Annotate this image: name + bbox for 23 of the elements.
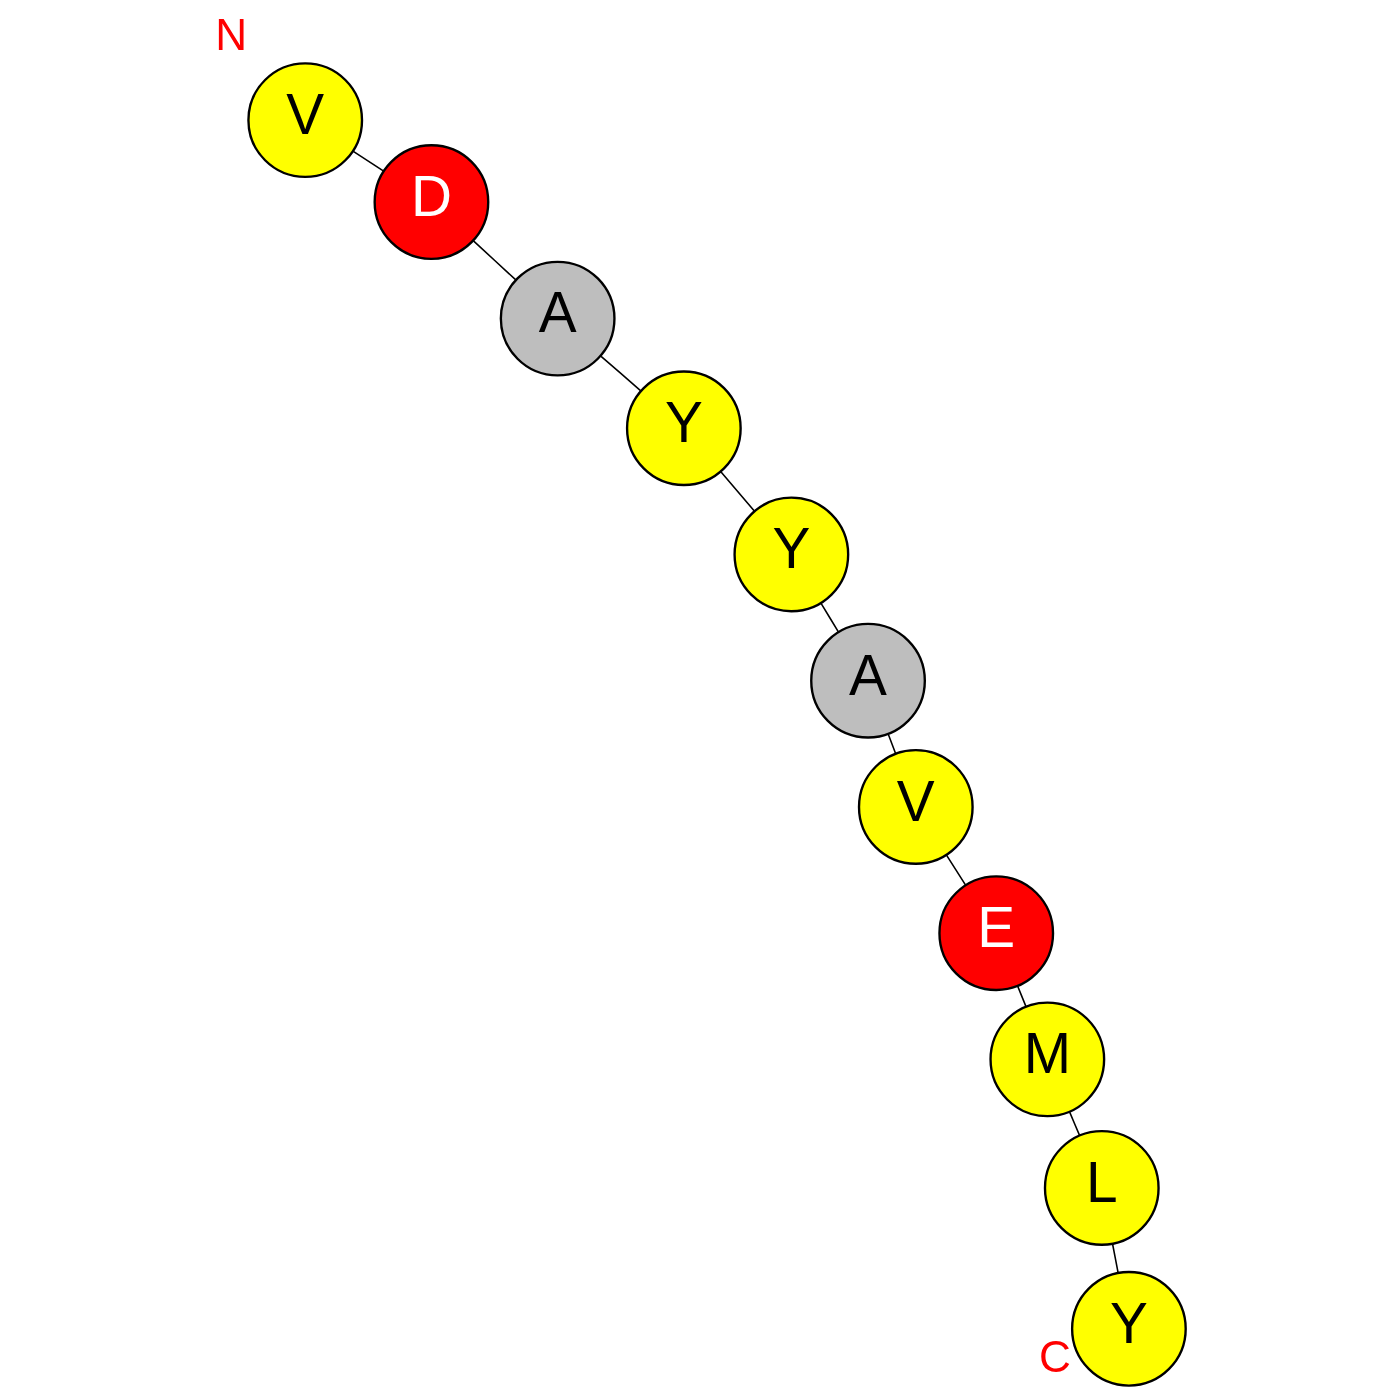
connector bbox=[351, 150, 384, 172]
node-circle: A bbox=[499, 260, 616, 377]
node-circle: Y bbox=[625, 370, 742, 487]
connector bbox=[1111, 1243, 1119, 1274]
node-circle: D bbox=[372, 144, 489, 261]
node-label: C bbox=[1038, 1331, 1071, 1381]
node-circle: L bbox=[1043, 1129, 1160, 1246]
node-label: N bbox=[214, 9, 247, 59]
node-circle: V bbox=[857, 748, 974, 865]
connector bbox=[1068, 1111, 1080, 1137]
connector bbox=[599, 355, 642, 392]
node-circle: V bbox=[246, 62, 363, 179]
node-circle: Y bbox=[732, 496, 849, 613]
node-circle: Y bbox=[1070, 1270, 1187, 1387]
connector bbox=[945, 854, 966, 886]
connector bbox=[719, 470, 755, 512]
node-circle: E bbox=[937, 875, 1054, 992]
node-circle: M bbox=[988, 1001, 1105, 1118]
connector bbox=[1016, 985, 1027, 1008]
connector bbox=[472, 240, 517, 281]
connector bbox=[819, 602, 839, 633]
node-circle: A bbox=[809, 622, 926, 739]
connector bbox=[887, 733, 896, 755]
